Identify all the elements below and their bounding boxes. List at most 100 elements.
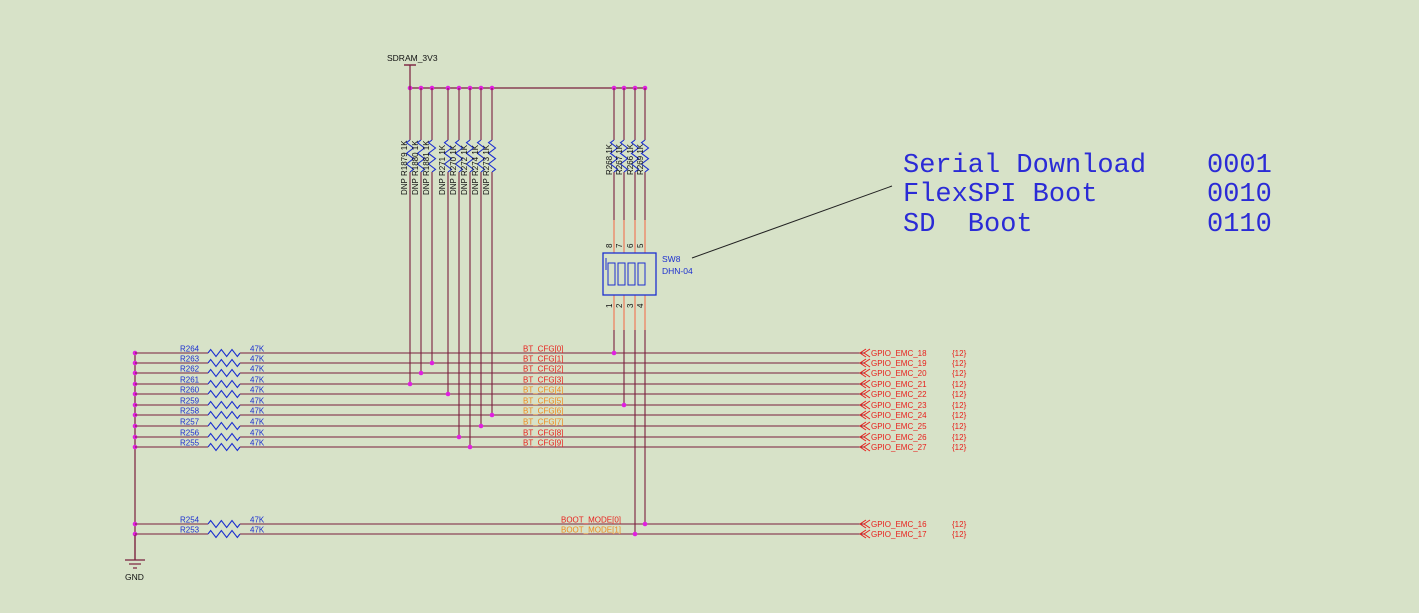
resistor-ref: R259 (180, 397, 200, 406)
port-label: GPIO_EMC_17 (871, 530, 927, 539)
boot-mode-name: FlexSPI Boot (903, 180, 1097, 210)
pullup-label: R268 1K (605, 143, 614, 175)
boot-mode-table: Serial Download 0001 FlexSPI Boot 0010 S… (903, 151, 1272, 240)
port-arrow (859, 432, 871, 442)
resistor (609, 139, 619, 173)
net-label: BT_CFG[4] (523, 386, 563, 395)
junction-dot (642, 521, 648, 527)
resistor-value: 47K (250, 516, 265, 525)
power-symbol: SDRAM_3V3 (387, 53, 438, 88)
resistor (443, 139, 453, 173)
net-label: BT_CFG[3] (523, 376, 563, 385)
resistor-ref: R261 (180, 376, 200, 385)
resistor (207, 348, 241, 358)
junction-dot (418, 370, 424, 376)
port-ref: {12} (952, 359, 967, 368)
switch-pin-number: 8 (605, 243, 614, 248)
port-label: GPIO_EMC_16 (871, 520, 927, 529)
port-ref: {12} (952, 443, 967, 452)
resistor (207, 421, 241, 431)
port-label: GPIO_EMC_27 (871, 443, 927, 452)
power-net-label: SDRAM_3V3 (387, 53, 438, 63)
resistor-ref: R258 (180, 407, 200, 416)
switch-pin-number: 6 (626, 243, 635, 248)
resistor (630, 139, 640, 173)
switch-pin-number: 1 (605, 303, 614, 308)
net-label: BT_CFG[2] (523, 365, 563, 374)
port-ref: {12} (952, 411, 967, 420)
port-label: GPIO_EMC_21 (871, 380, 927, 389)
junction-dot (489, 412, 495, 418)
boot-mode-code: 0110 (1207, 210, 1272, 240)
resistor (207, 442, 241, 452)
pullup-label: R267 1K (615, 143, 624, 175)
port-label: GPIO_EMC_23 (871, 401, 927, 410)
resistor (207, 358, 241, 368)
resistor (640, 139, 650, 173)
resistor-value: 47K (250, 397, 265, 406)
resistor-ref: R260 (180, 386, 200, 395)
pullup-label: DNP R1881 1K (422, 140, 431, 195)
port-arrow (859, 442, 871, 452)
switch-part: DHN-04 (662, 266, 693, 276)
dip-switch-sw8: SW8 DHN-04 (602, 252, 693, 296)
resistor-value: 47K (250, 429, 265, 438)
resistor (207, 410, 241, 420)
ground-symbol: GND (125, 535, 145, 582)
resistor-value: 47K (250, 418, 265, 427)
port-ref: {12} (952, 433, 967, 442)
resistor-ref: R257 (180, 418, 200, 427)
pullup-label: DNP R270 1K (449, 144, 458, 195)
port-label: GPIO_EMC_24 (871, 411, 927, 420)
resistor-ref: R262 (180, 365, 200, 374)
resistor-ref: R253 (180, 526, 200, 535)
resistor (465, 139, 475, 173)
pullup-label: DNP R272 1K (460, 144, 469, 195)
resistor-ref: R263 (180, 355, 200, 364)
port-arrow (859, 389, 871, 399)
port-label: GPIO_EMC_22 (871, 390, 927, 399)
junction-dot (429, 360, 435, 366)
pullup-label: DNP R1879 1K (400, 140, 409, 195)
junction-dot (407, 381, 413, 387)
net-label: BT_CFG[6] (523, 407, 563, 416)
port-ref: {12} (952, 401, 967, 410)
pullup-label: DNP R271 1K (438, 144, 447, 195)
resistor (207, 389, 241, 399)
resistor-ref: R254 (180, 516, 200, 525)
resistor (207, 379, 241, 389)
resistor (487, 139, 497, 173)
port-label: GPIO_EMC_25 (871, 422, 927, 431)
boot-mode-code: 0001 (1207, 151, 1272, 181)
resistor (207, 529, 241, 539)
components-layer (207, 139, 871, 539)
switch-pin-number: 2 (615, 303, 624, 308)
pullup-label: DNP R273 1K (482, 144, 491, 195)
switch-pin-number: 4 (636, 303, 645, 308)
resistor (619, 139, 629, 173)
junction-dot (611, 350, 617, 356)
port-ref: {12} (952, 349, 967, 358)
switch-ref: SW8 (662, 254, 681, 264)
resistor (207, 432, 241, 442)
resistor-value: 47K (250, 345, 265, 354)
pullup-label: DNP R274 1K (471, 144, 480, 195)
resistor-ref: R264 (180, 345, 200, 354)
resistor (207, 400, 241, 410)
pullup-label: DNP R1880 1K (411, 140, 420, 195)
resistor (207, 368, 241, 378)
resistor-value: 47K (250, 376, 265, 385)
pullup-label: R269 1K (636, 143, 645, 175)
junction-dot (445, 391, 451, 397)
junction-dot (456, 434, 462, 440)
pullup-label: R266 1K (626, 143, 635, 175)
resistor (476, 139, 486, 173)
port-arrow (859, 358, 871, 368)
net-label: BT_CFG[1] (523, 355, 563, 364)
junction-dot (621, 402, 627, 408)
resistor (405, 139, 415, 173)
resistor (416, 139, 426, 173)
port-arrow (859, 400, 871, 410)
junction-dot (632, 531, 638, 537)
switch-pin-number: 5 (636, 243, 645, 248)
